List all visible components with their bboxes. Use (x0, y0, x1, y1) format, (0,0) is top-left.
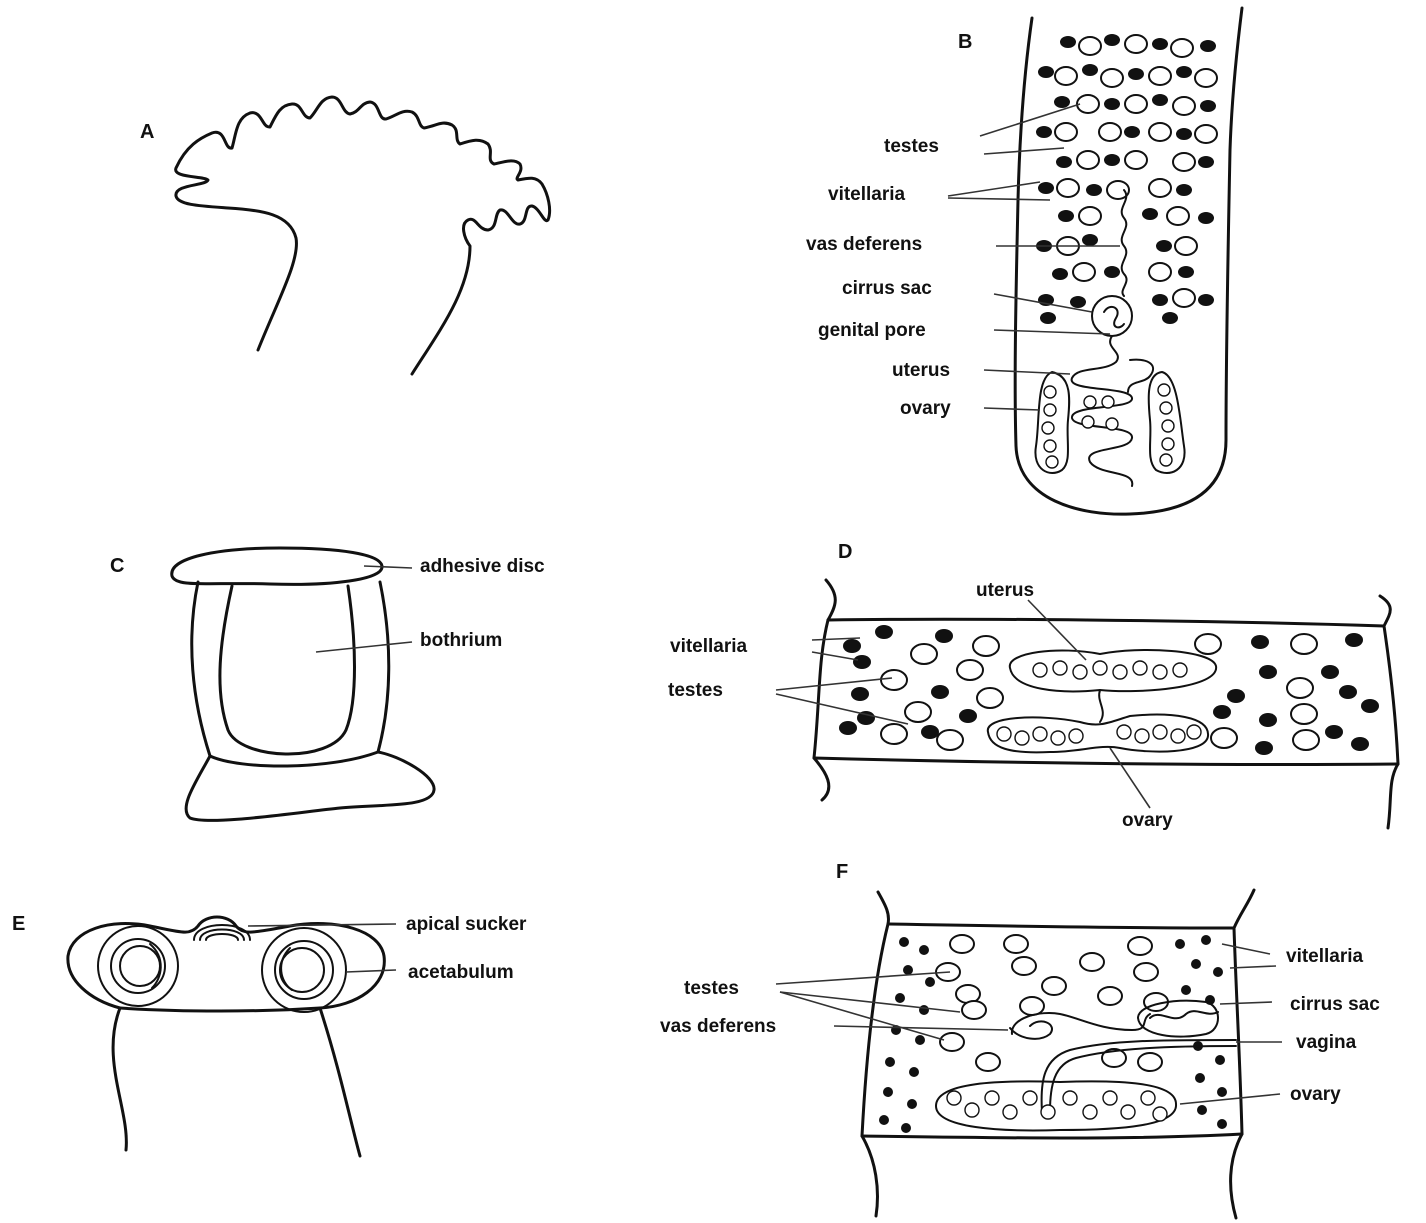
label-vitellaria-b: vitellaria (828, 184, 906, 205)
panel-e-letter: E (12, 913, 25, 935)
panel-b-letter: B (958, 31, 972, 53)
label-adhesive-disc-c: adhesive disc (420, 556, 545, 577)
label-cirrus-sac-f: cirrus sac (1290, 994, 1380, 1015)
label-testes-b: testes (884, 136, 939, 157)
panel-f-letter: F (836, 861, 848, 883)
scolex-a-outline (176, 97, 550, 374)
label-cirrus-sac-b: cirrus sac (842, 278, 932, 299)
label-ovary-b: ovary (900, 398, 951, 419)
panel-e: E apical sucker acetabulum (12, 913, 527, 1156)
testes-f (936, 935, 1168, 1071)
panel-d: D (668, 541, 1398, 831)
label-testes-f: testes (684, 978, 739, 999)
leader-lines-b (948, 104, 1120, 410)
panel-c: C adhesive disc bothrium (110, 548, 545, 820)
ovary-b (1035, 372, 1184, 473)
cirrus-sac-b (1092, 296, 1132, 336)
panel-b: B (806, 8, 1242, 514)
label-acetabulum-e: acetabulum (408, 962, 514, 983)
panel-a: A (140, 97, 550, 374)
label-vitellaria-d: vitellaria (670, 636, 748, 657)
panel-a-letter: A (140, 121, 154, 143)
label-ovary-f: ovary (1290, 1084, 1341, 1105)
bothrium-outer-c (186, 582, 434, 820)
adhesive-disc-c (172, 548, 382, 584)
uterus-b (1072, 336, 1133, 486)
label-vas-deferens-b: vas deferens (806, 234, 922, 255)
panel-d-letter: D (838, 541, 852, 563)
apical-sucker-e (194, 925, 250, 940)
label-apical-sucker-e: apical sucker (406, 914, 527, 935)
panel-f: F (660, 861, 1380, 1218)
label-genital-pore-b: genital pore (818, 320, 926, 341)
label-vas-deferens-f: vas deferens (660, 1016, 776, 1037)
label-vitellaria-f: vitellaria (1286, 946, 1364, 967)
label-testes-d: testes (668, 680, 723, 701)
acetabulum-right-e (262, 928, 346, 1012)
proglottid-f-outline (862, 892, 889, 1216)
panel-c-letter: C (110, 555, 124, 577)
label-uterus-b: uterus (892, 360, 950, 381)
proglottid-d-outline (814, 580, 835, 800)
label-vagina-f: vagina (1296, 1032, 1357, 1053)
label-uterus-d: uterus (976, 580, 1034, 601)
label-ovary-d: ovary (1122, 810, 1173, 831)
label-bothrium-c: bothrium (420, 630, 502, 651)
vitellaria-dots-f (879, 935, 1227, 1133)
vas-deferens-b (1122, 190, 1127, 296)
bothrium-inner-c (220, 586, 355, 754)
acetabulum-left-e (98, 926, 178, 1006)
